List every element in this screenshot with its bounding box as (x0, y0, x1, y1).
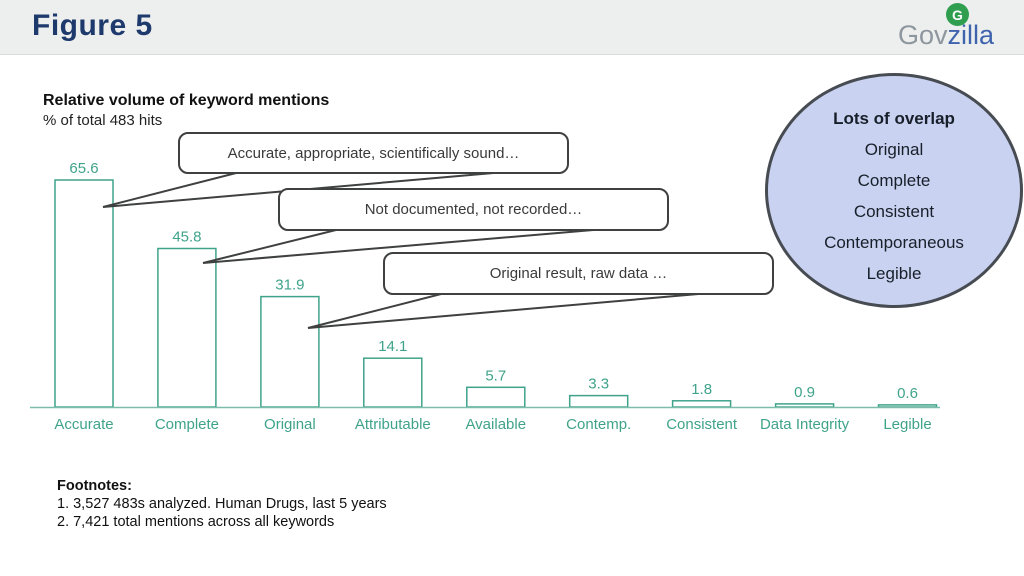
overlap-circle-item: Complete (857, 171, 931, 190)
logo-zilla-text: zilla (947, 20, 995, 50)
bar-category-label: Original (264, 416, 316, 433)
bar-value-label: 65.6 (69, 160, 98, 177)
bar-category-label: Consistent (666, 416, 738, 433)
bar-value-label: 0.9 (794, 384, 815, 401)
overlap-circle: Lots of overlap Original Complete Consis… (765, 73, 1023, 308)
callout-original: Original result, raw data … (383, 252, 774, 295)
bar-value-label: 3.3 (588, 376, 609, 393)
govzilla-logo-text: Govzilla (898, 20, 994, 51)
bar-accurate (54, 179, 114, 408)
overlap-circle-item: Original (864, 140, 924, 159)
bar-value-label: 14.1 (378, 338, 407, 355)
bar-value-label: 45.8 (172, 229, 201, 246)
govzilla-logo: G Govzilla (898, 0, 1008, 55)
bar-legible (877, 404, 938, 408)
bar-category-label: Available (465, 416, 526, 433)
bar-attributable (363, 357, 423, 408)
overlap-circle-item: Consistent (853, 202, 935, 221)
bar-data-integrity (774, 403, 835, 408)
bar-category-label: Accurate (54, 416, 113, 433)
footnote-line: 1. 3,527 483s analyzed. Human Drugs, las… (57, 496, 387, 512)
header-band: Figure 5 G Govzilla (0, 0, 1024, 55)
footnotes-title: Footnotes: (57, 478, 132, 494)
callout-tail-original (307, 292, 711, 329)
bar-category-label: Legible (883, 416, 931, 433)
footnote-line: 2. 7,421 total mentions across all keywo… (57, 514, 335, 530)
bar-value-label: 31.9 (275, 277, 304, 294)
overlap-circle-item: Legible (866, 264, 922, 283)
bar-category-label: Complete (155, 416, 219, 433)
callout-accurate: Accurate, appropriate, scientifically so… (178, 132, 569, 174)
chart-subtitle: % of total 483 hits (43, 112, 163, 129)
figure-title: Figure 5 (32, 9, 153, 42)
bar-contemp- (568, 394, 629, 408)
bar-available (466, 386, 526, 408)
bar-consistent (671, 400, 732, 408)
bar-value-label: 0.6 (897, 385, 918, 402)
bar-value-label: 1.8 (691, 381, 712, 398)
govzilla-logo-icon: G (946, 3, 969, 26)
logo-icon-letter: G (952, 6, 963, 23)
chart-title: Relative volume of keyword mentions (43, 92, 330, 109)
bar-original (260, 295, 320, 408)
bar-category-label: Attributable (355, 416, 431, 433)
bar-category-label: Data Integrity (760, 416, 850, 433)
overlap-circle-item: Contemporaneous (824, 233, 964, 252)
logo-gov-text: Gov (898, 20, 948, 50)
footnotes: Footnotes: 1. 3,527 483s analyzed. Human… (57, 477, 387, 531)
bar-value-label: 5.7 (485, 367, 506, 384)
overlap-circle-title: Lots of overlap (833, 109, 955, 128)
callout-complete: Not documented, not recorded… (278, 188, 669, 231)
bar-complete (157, 247, 217, 408)
bar-category-label: Contemp. (566, 416, 631, 433)
